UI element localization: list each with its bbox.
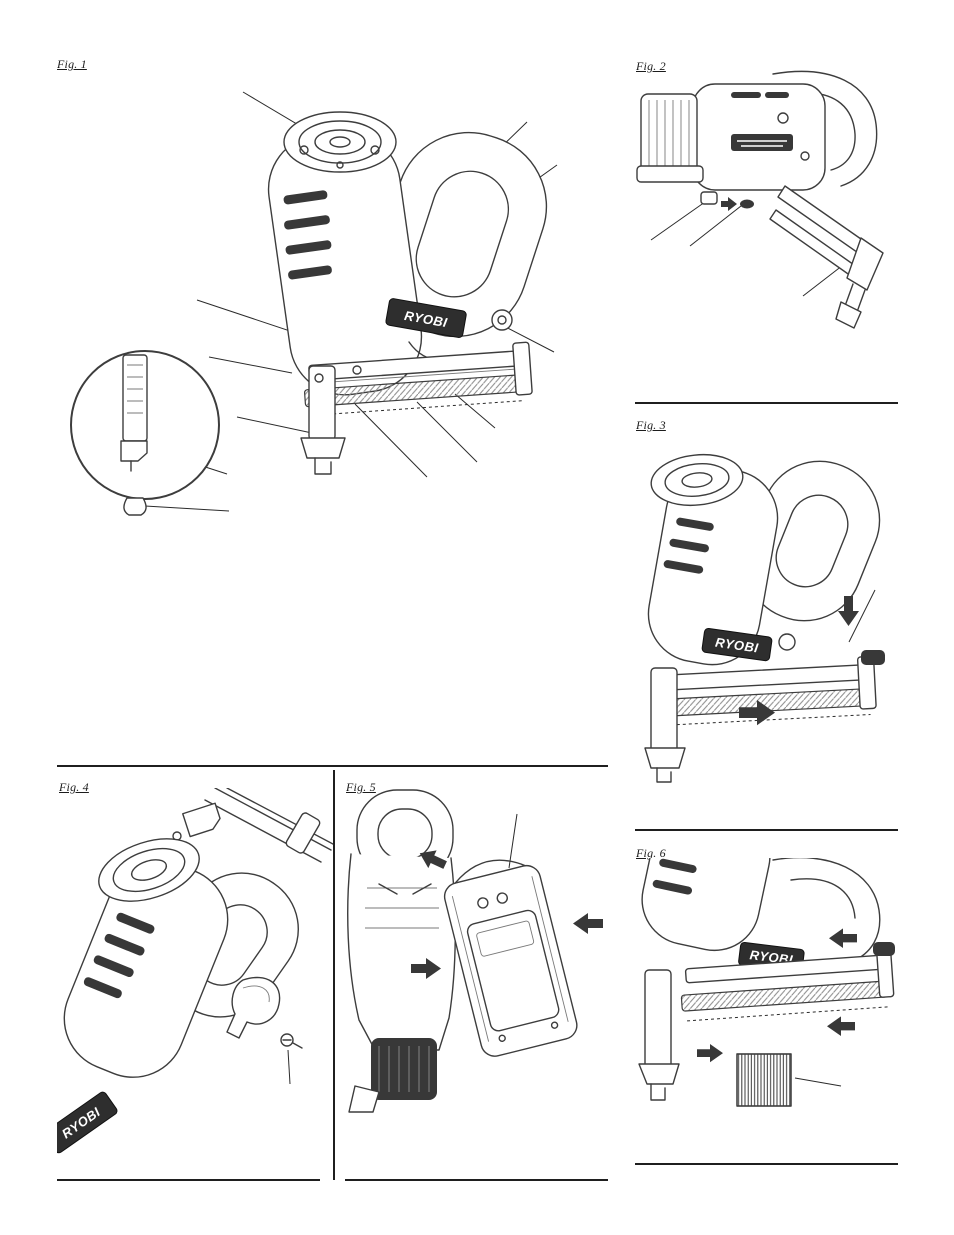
exhaust-cap [283,111,397,173]
column-divider [333,770,335,1180]
magazine-fragment [172,788,333,863]
vent-slots [731,92,789,98]
fig2-label: Fig. 2 [636,59,666,73]
screw [280,1033,303,1049]
exhaust-cap [650,453,744,507]
vent-slots [652,858,697,895]
section-divider [345,1179,608,1181]
nailer-rear-view [347,789,456,1113]
brand-badge: RYOBI [57,1091,118,1154]
section-divider [635,402,898,404]
selector-switch [700,191,718,205]
fig1-illustration: RYOBI [70,91,558,516]
screw [800,151,810,161]
section-divider [635,1163,898,1165]
battery-pack [443,859,578,1057]
vent-slots [283,190,332,280]
nail-strip [736,1053,792,1107]
handle [377,131,548,338]
brand-badge: RYOBI [385,298,467,339]
fig1-label: Fig. 1 [57,57,87,71]
no-mar-pad [123,497,147,516]
direction-arrow [411,958,441,979]
fig4-label: Fig. 4 [59,780,89,794]
fig2-illustration [636,70,884,329]
drive-depth-dial [778,633,796,651]
section-divider [57,765,608,767]
fig3-illustration: RYOBI [644,453,885,783]
brand-text: RYOBI [714,635,759,656]
nose-assembly [644,667,686,783]
magnifier-detail [70,350,220,516]
clip-fragment [182,802,221,838]
callout-leader-lines [508,813,518,869]
drive-depth-dial [491,309,513,331]
direction-arrow [829,928,857,948]
direction-arrow [721,197,737,211]
nose-assembly [835,237,884,329]
exhaust-cap [98,838,200,902]
direction-arrow [697,1044,723,1063]
lockout-button [740,199,754,209]
nose-assembly [638,969,680,1101]
magazine [659,655,877,726]
motor-housing [641,858,881,963]
battery-base [371,1038,437,1100]
brand-text: RYOBI [403,308,448,330]
warning-label [731,134,793,151]
vent-slots [83,912,155,999]
handle [743,460,881,622]
callout-leader-lines [794,1077,842,1087]
fig4-illustration: RYOBI [57,788,333,1154]
brand-badge: RYOBI [701,628,773,662]
fig5-label: Fig. 5 [346,780,376,794]
foot [348,1085,380,1113]
direction-arrow [573,913,603,934]
section-divider [635,829,898,831]
nose-assembly [300,365,362,475]
fig6-label: Fig. 6 [636,846,666,860]
battery-pack [636,93,704,183]
pusher-grip [873,942,895,956]
section-divider [57,1179,320,1181]
direction-arrow [827,1016,855,1036]
fig3-label: Fig. 3 [636,418,666,432]
direction-arrow [838,596,859,626]
magazine [304,341,533,417]
vent-slots [663,517,714,574]
fig5-illustration [347,789,603,1113]
screw [777,112,789,124]
fig6-illustration: RYOBI [638,858,895,1107]
belt-clip [226,976,281,1039]
pusher-grip [861,650,885,665]
callout-leader-lines [848,589,876,643]
direction-arrow [419,850,447,869]
